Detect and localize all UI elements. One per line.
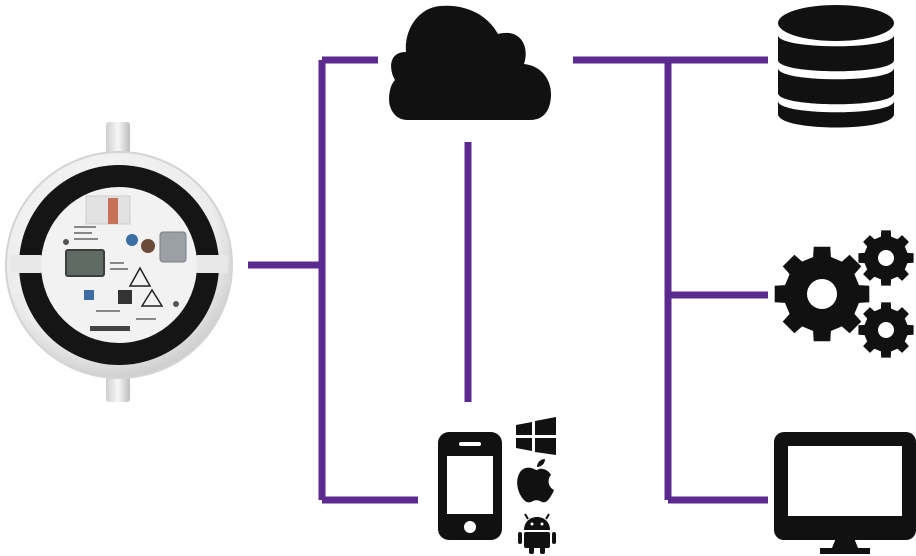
device-pipe-top <box>106 122 130 158</box>
windows-logo-icon <box>516 417 556 455</box>
monitor-stand <box>820 538 870 554</box>
cloud-icon <box>389 5 551 120</box>
pcb-components <box>63 195 187 331</box>
connector-lines <box>248 56 768 504</box>
gear-small-bottom-hole <box>878 322 894 338</box>
gear-small-top-hole <box>878 250 894 266</box>
gears-icon <box>774 230 914 358</box>
database-icon <box>778 5 894 128</box>
pcb-lcd-display <box>65 249 105 277</box>
sensor-device <box>5 122 233 402</box>
device-clip-right <box>196 255 228 273</box>
apple-logo-icon <box>517 459 554 503</box>
smartphone-screen <box>447 456 493 514</box>
gear-large-hole <box>807 279 837 309</box>
monitor-screen <box>788 446 902 516</box>
device-clip-left <box>10 255 42 273</box>
android-logo-icon <box>518 513 556 554</box>
smartphone-icon <box>438 432 502 540</box>
monitor-icon <box>774 432 916 554</box>
